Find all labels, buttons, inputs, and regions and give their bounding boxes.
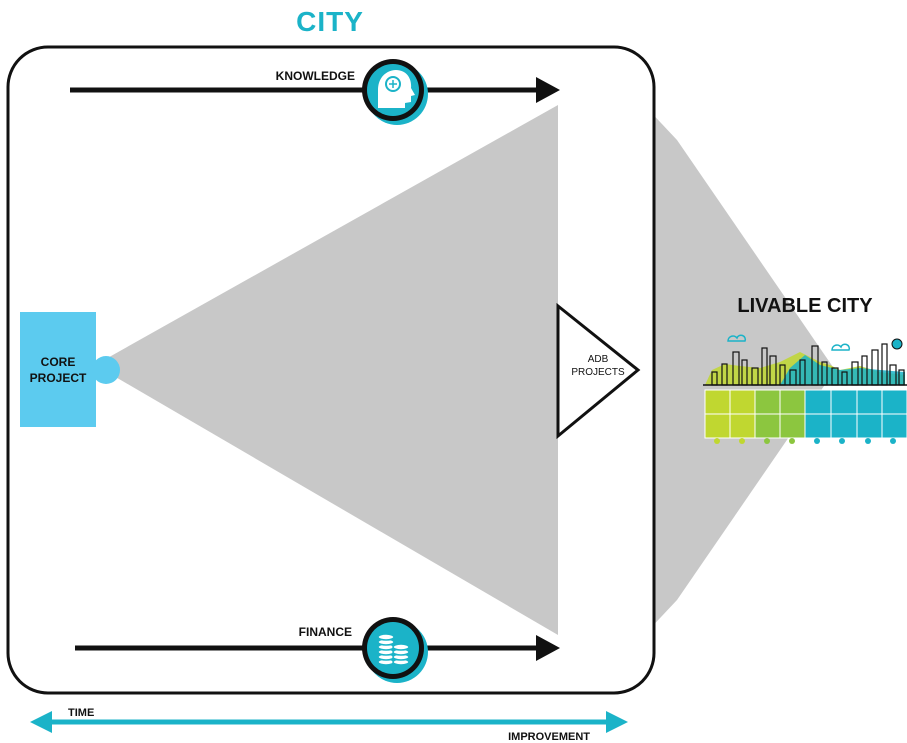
page-title: CITY	[296, 6, 364, 37]
adb-projects-label-line2: PROJECTS	[571, 367, 625, 378]
coins-stack-icon	[362, 617, 428, 683]
knowledge-label: KNOWLEDGE	[276, 69, 355, 83]
city-puzzle-grid	[704, 389, 907, 439]
core-project-label-line2: PROJECT	[30, 371, 87, 385]
city-skyline-illustration	[703, 334, 907, 386]
adb-projects-label-line1: ADB	[588, 354, 609, 365]
brain-head-icon	[362, 59, 428, 125]
adb-projects-triangle	[556, 302, 641, 440]
improvement-label: IMPROVEMENT	[508, 731, 590, 743]
core-project-puzzle	[20, 312, 120, 427]
finance-label: FINANCE	[299, 625, 352, 639]
inner-gray-beam	[95, 105, 558, 635]
time-label: TIME	[68, 707, 94, 719]
livable-city-label: LIVABLE CITY	[737, 295, 873, 317]
time-improvement-axis	[30, 711, 628, 733]
finance-arrow	[75, 635, 560, 661]
puzzle-tabs	[714, 438, 896, 444]
core-project-label-line1: CORE	[41, 355, 76, 369]
knowledge-arrow	[70, 77, 560, 103]
